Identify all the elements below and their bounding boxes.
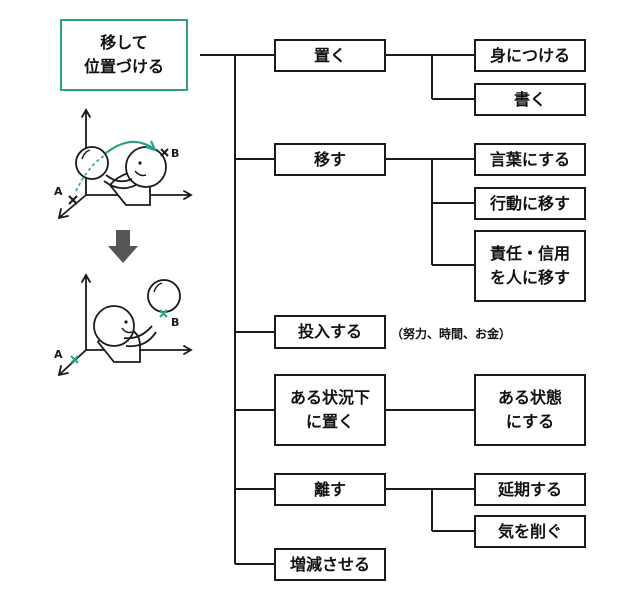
leaf-sekinin-shinyou: 責任・信用 を人に移す [474, 230, 586, 302]
label-b-after: B [171, 316, 179, 329]
branch-zougen: 増減させる [274, 548, 386, 581]
branch-tounyuu: 投入する [274, 315, 386, 349]
leaf-aru-joutai: ある状態 にする [474, 374, 586, 446]
down-arrow-icon [108, 230, 138, 263]
branch-joukyouka: ある状況下 に置く [274, 374, 386, 446]
label-b-before: B [171, 147, 179, 160]
leaf-enki-suru: 延期する [474, 473, 586, 506]
illustration-after: A B [54, 273, 193, 377]
branch-hanasu: 離す [274, 473, 386, 506]
illustration-before: B A [54, 108, 193, 220]
root-node: 移して 位置づける [60, 19, 188, 91]
leaf-mi-ni-tsukeru: 身につける [474, 39, 586, 72]
leaf-ki-wo-sogu: 気を削ぐ [474, 515, 586, 548]
leaf-koudou-ni-utsusu: 行動に移す [474, 187, 586, 220]
branch-utsusu: 移す [274, 143, 386, 176]
branch-oku: 置く [274, 39, 386, 72]
label-a-before: A [54, 185, 63, 198]
leaf-kotoba-ni-suru: 言葉にする [474, 143, 586, 176]
leaf-kaku: 書く [474, 83, 586, 116]
label-a-after: A [54, 348, 63, 361]
branch-tounyuu-note: （努力、時間、お金） [391, 327, 512, 341]
